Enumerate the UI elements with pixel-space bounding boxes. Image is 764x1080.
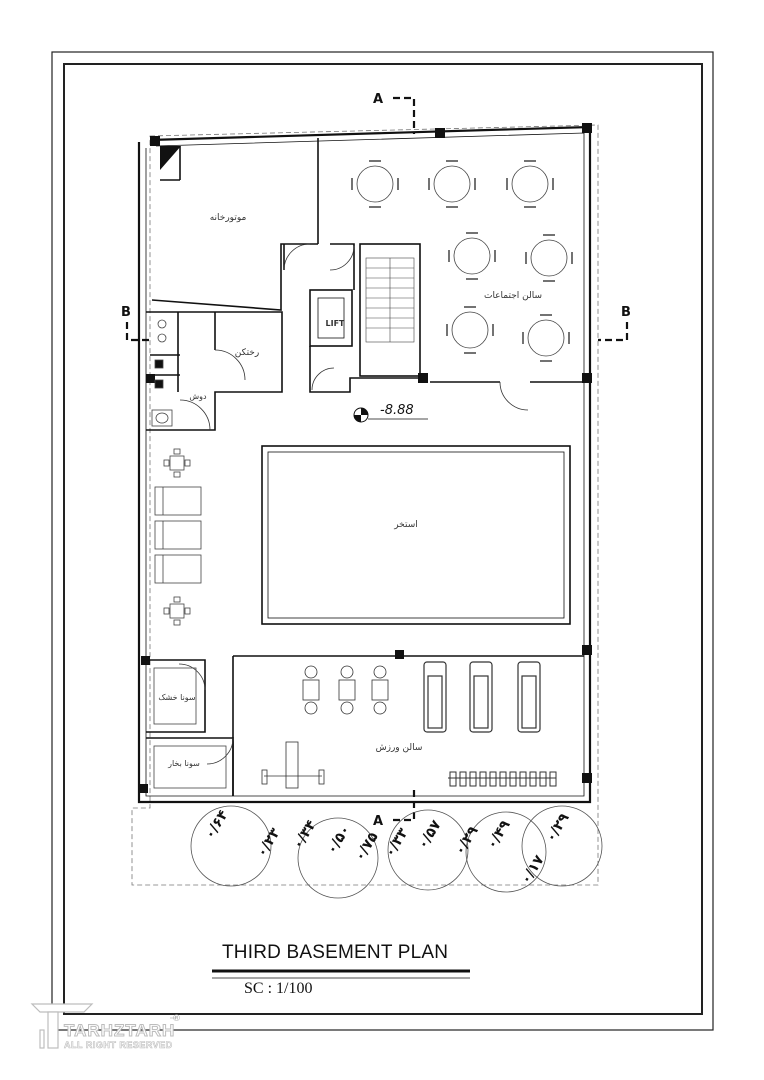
outer-sheet-border — [51, 51, 714, 1031]
room-label-pool: استخر — [393, 520, 418, 530]
tree-label-5: ۰/۷۵ — [352, 829, 382, 864]
tree-label-2: ۰/۲۳ — [254, 825, 284, 860]
watermark-logo-icon — [30, 1003, 176, 1049]
level-marker-symbol — [353, 407, 428, 423]
tree-label-8: ۰/۲۹ — [452, 823, 482, 858]
sauna-benches — [153, 667, 227, 789]
room-label-laundry: رختکن — [235, 348, 259, 358]
tree-label-6: ۰/۳۳ — [382, 825, 412, 860]
section-mark-b-left: B — [121, 305, 131, 320]
tree-label-1: ۰/۶۴ — [202, 807, 232, 842]
room-label-steam-sauna: سونا بخار — [167, 759, 200, 768]
pool-loungers — [154, 448, 202, 626]
drawing-scale: SC : 1/100 — [244, 980, 313, 997]
tree-label-4: ۰/۵۰ — [324, 823, 354, 858]
section-mark-b-right: B — [621, 305, 631, 320]
tree-label-7: ۰/۵۷ — [415, 817, 445, 852]
section-mark-a-top: A — [373, 92, 383, 107]
meeting-tables — [351, 160, 573, 362]
door-swings — [178, 243, 529, 765]
inner-sheet-border — [63, 63, 703, 1015]
shower-fixtures — [151, 319, 173, 427]
tree-label-11: ۰/۱۷ — [518, 852, 548, 887]
watermark-rights: ALL RIGHT RESERVED — [64, 1040, 173, 1051]
room-label-engine: موتورخانه — [210, 213, 247, 223]
watermark-registered-mark: ® — [172, 1014, 181, 1024]
room-label-gym: سالن ورزش — [376, 743, 423, 753]
section-cut-lines — [125, 96, 629, 822]
pool — [261, 445, 571, 625]
tree-elevation-labels: ۰/۶۴ ۰/۲۳ ۰/۳۴ ۰/۵۰ ۰/۷۵ ۰/۳۳ ۰/۵۷ ۰/۲۹ … — [202, 807, 573, 887]
watermark-brand: TARHZTARH — [63, 1021, 176, 1041]
columns — [139, 123, 592, 793]
site-boundary — [131, 124, 599, 886]
drawing-title: THIRD BASEMENT PLAN — [222, 942, 449, 963]
trees — [190, 805, 603, 899]
room-label-shower: دوش — [189, 392, 207, 401]
room-label-meeting-hall: سالن اجتماعات — [484, 291, 542, 301]
tree-label-10: ۰/۲۹ — [543, 810, 573, 845]
section-mark-a-bottom: A — [373, 814, 383, 829]
tree-label-3: ۰/۳۴ — [290, 817, 320, 852]
room-label-lift: LIFT — [326, 319, 346, 328]
stair-treads — [365, 257, 415, 343]
floor-level-value: -8.88 — [380, 403, 414, 418]
room-label-dry-sauna: سونا خشک — [158, 693, 196, 702]
tree-label-9: ۰/۴۹ — [484, 817, 514, 852]
gym-equipment — [261, 661, 557, 789]
